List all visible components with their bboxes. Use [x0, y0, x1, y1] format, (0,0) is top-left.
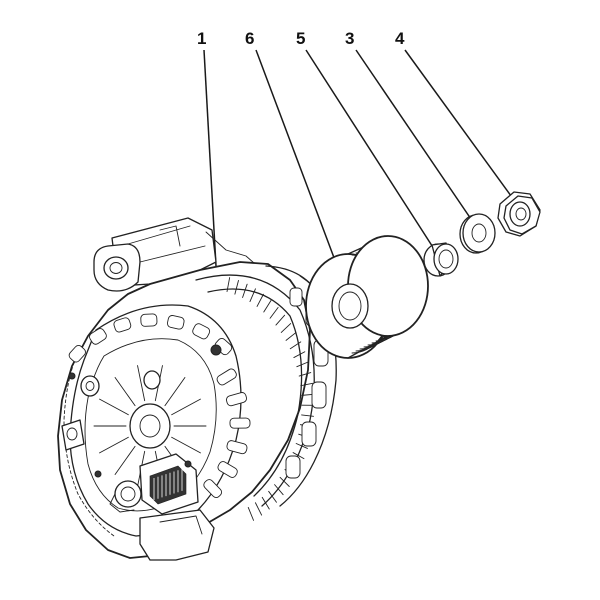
stator-fin	[300, 382, 314, 387]
stator-fin	[226, 277, 231, 293]
rectifier-rib	[171, 398, 201, 416]
vent-slot	[113, 317, 132, 333]
callout-6-label: 6	[245, 29, 254, 48]
spacer	[423, 242, 459, 277]
pulley	[305, 235, 429, 359]
stator-fin	[285, 331, 297, 341]
stator-fin	[275, 314, 286, 326]
vent-slot	[192, 323, 211, 340]
stator-fin	[256, 293, 264, 307]
vent-slot	[226, 392, 247, 407]
stator-fin	[279, 476, 290, 487]
vent-slot	[140, 313, 158, 327]
callout-5-leader	[305, 49, 437, 253]
alternator	[57, 217, 337, 561]
hex-nut	[497, 191, 541, 237]
stator-ring	[195, 274, 315, 521]
callout-4-leader	[404, 49, 515, 201]
screw-head	[210, 344, 222, 356]
rear-bearing-boss	[129, 403, 171, 449]
rear-cover-hidden-edge	[63, 351, 115, 537]
regulator-hatch	[153, 468, 183, 500]
washer	[459, 213, 496, 254]
callout-3-label: 3	[345, 29, 354, 48]
stator-fin	[293, 351, 306, 359]
terminal-post-mid	[143, 370, 161, 390]
stator-fin	[269, 307, 279, 319]
voltage-regulator	[139, 453, 199, 515]
stator-fin	[263, 300, 272, 313]
callout-1-leader	[203, 49, 217, 267]
stator-fin	[296, 361, 309, 368]
connector-stud	[109, 480, 142, 513]
stator-fin	[301, 414, 314, 417]
mounting-bracket	[93, 217, 263, 292]
vent-slot	[89, 328, 107, 345]
vent-slot	[226, 440, 248, 455]
rear-cover	[61, 304, 251, 537]
stator-fin	[280, 323, 292, 333]
vent-slot	[203, 479, 223, 499]
vent-slot	[217, 461, 238, 478]
screw-head	[184, 460, 192, 468]
callout-1-label: 1	[197, 29, 206, 48]
stator-fin	[298, 372, 312, 377]
stator-fin	[254, 502, 263, 516]
stator-fin	[289, 341, 302, 350]
stator-fin	[234, 279, 239, 295]
stator-fin	[274, 484, 284, 496]
rectifier-rib	[114, 377, 136, 407]
stator-fin	[292, 452, 305, 460]
callout-4-label: 4	[395, 29, 405, 48]
vent-slot	[229, 417, 251, 429]
vent-slot	[166, 315, 185, 330]
stator-fin	[261, 496, 270, 510]
stator-fin	[242, 283, 248, 298]
callout-6-leader	[255, 49, 337, 264]
rectifier-rib	[99, 398, 129, 416]
stator-fin	[295, 443, 308, 449]
rectifier-rib	[114, 445, 136, 475]
rectifier-rib	[99, 436, 129, 454]
stator-fin	[268, 490, 277, 503]
rectifier-rib	[171, 436, 201, 454]
screw-head	[68, 372, 76, 380]
b-plus-terminal	[61, 419, 85, 451]
vent-slot	[68, 345, 86, 363]
rectifier-rib	[164, 377, 186, 407]
stator-fin	[247, 506, 254, 521]
lower-mount	[139, 509, 215, 561]
rectifier-rib	[137, 365, 146, 402]
screw-head	[94, 470, 102, 478]
callout-5-label: 5	[296, 29, 305, 48]
stator-fin	[249, 288, 256, 303]
vent-slot	[216, 368, 237, 386]
rear-cover-side-slots	[203, 368, 251, 499]
callout-3-leader	[355, 49, 474, 223]
